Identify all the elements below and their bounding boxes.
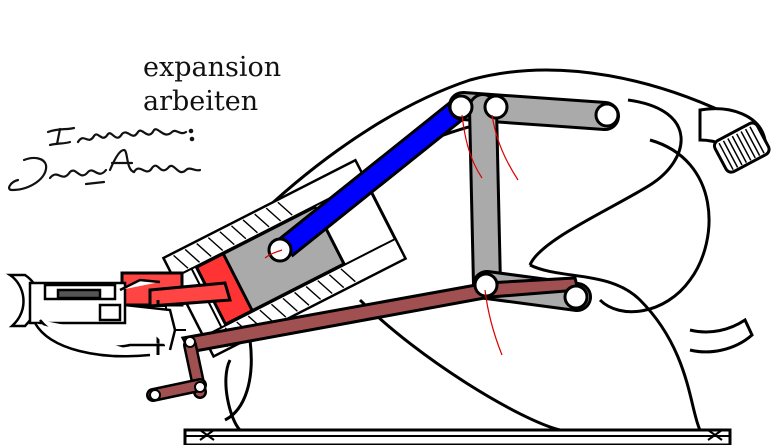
- engine-housing: [223, 68, 754, 432]
- intake-manifold: [5, 273, 177, 358]
- piston-pin: [267, 237, 293, 263]
- intake-valve: [120, 271, 232, 355]
- caption-line-1: expansion: [143, 52, 282, 83]
- caption-line-2: arbeiten: [143, 86, 259, 117]
- pivot-pins: [448, 94, 620, 310]
- inventor-signature: [8, 126, 202, 192]
- flywheel-knob: [698, 107, 771, 174]
- motion-arcs: [264, 114, 519, 356]
- base-plate: [183, 428, 732, 445]
